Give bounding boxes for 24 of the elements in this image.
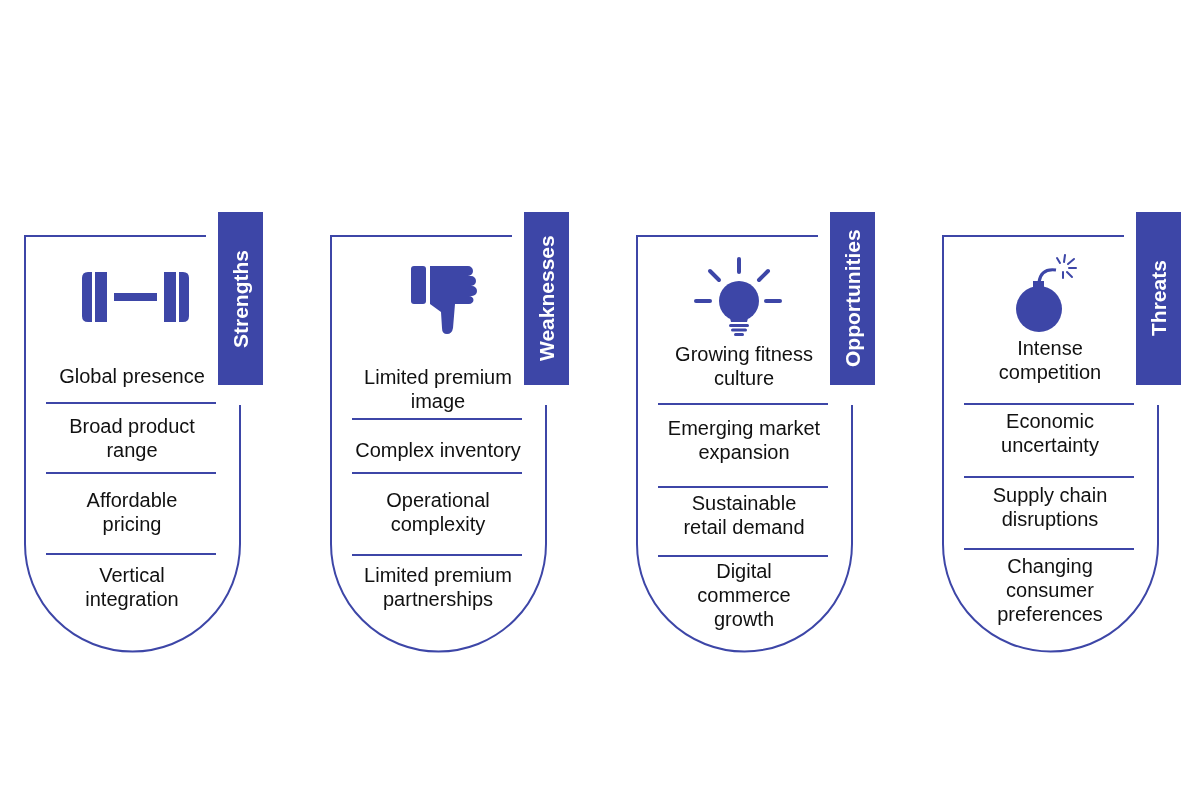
point-text: Limited premium partnerships [363,563,513,611]
point-text: Supply chain disruptions [991,483,1109,531]
point-text: Operational complexity [385,488,491,536]
swot-panel [330,212,570,656]
point-text: Digital commerce growth [696,559,792,631]
point-text: Vertical integration [84,563,180,611]
point-text: Global presence [59,364,205,388]
point-text: Complex inventory [355,438,521,462]
point-text: Intense competition [997,336,1103,384]
point-text: Emerging market expansion [666,416,822,464]
heading-tab: Weaknesses [524,212,569,385]
point-text: Sustainable retail demand [682,491,806,539]
point-text: Broad product range [68,414,196,462]
heading-tab: Strengths [218,212,263,385]
point-text: Economic uncertainty [1000,409,1100,457]
point-text: Changing consumer preferences [996,554,1104,626]
heading-tab: Opportunities [830,212,875,385]
swot-panel [942,212,1182,656]
swot-panel [24,212,264,656]
heading-tab: Threats [1136,212,1181,385]
swot-panel [636,212,876,656]
point-text: Growing fitness culture [674,342,814,390]
point-text: Affordable pricing [85,488,179,536]
point-text: Limited premium image [363,365,513,413]
